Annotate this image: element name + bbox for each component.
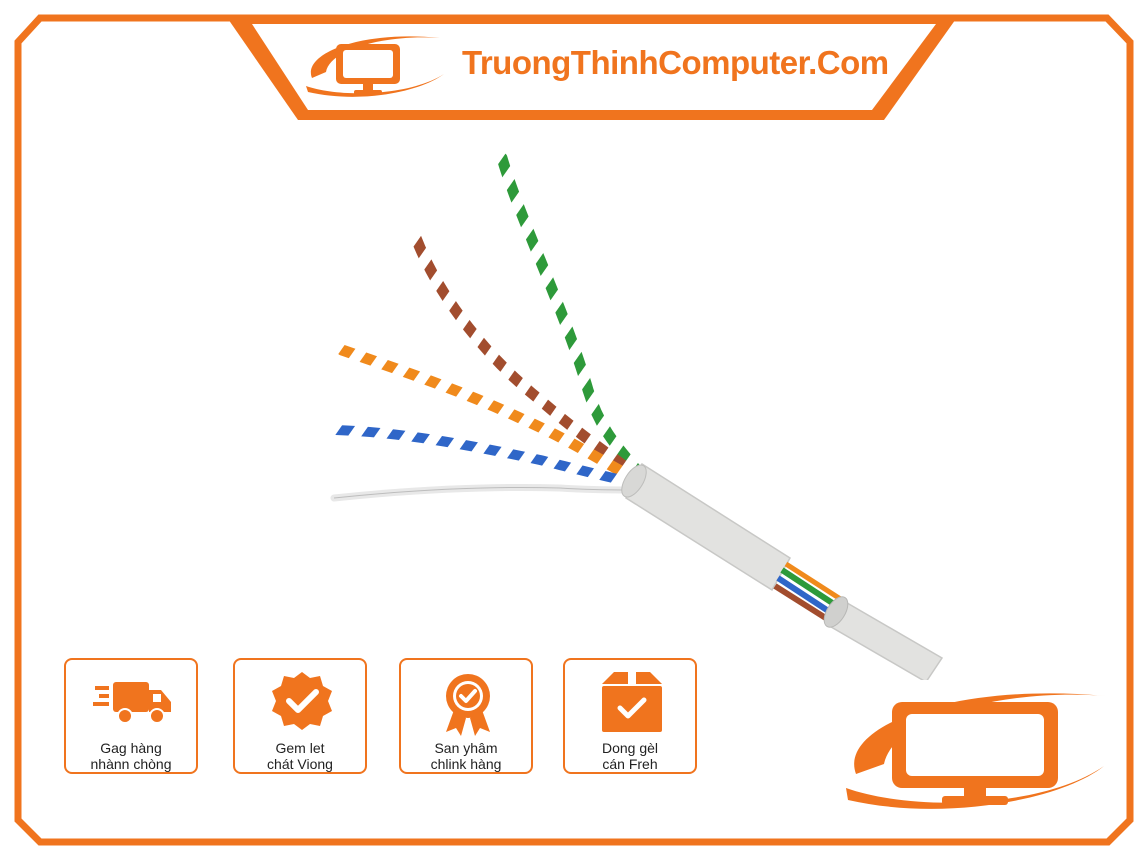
award-medal-icon <box>446 674 490 736</box>
badge-packaging: Dong gèl cán Freh <box>563 658 697 774</box>
badge-label: nhànn chòng <box>90 756 172 772</box>
checked-box-icon <box>602 672 662 732</box>
badge-label: cán Freh <box>602 756 658 772</box>
check-seal-icon <box>272 672 332 730</box>
network-cable-image <box>330 152 944 680</box>
badge-fast-delivery: Gag hàng nhànn chòng <box>64 658 198 774</box>
brand-logo-large-icon <box>846 693 1106 809</box>
badge-quality: Gem let chát Viong <box>233 658 367 774</box>
badge-label: Gag hàng <box>100 740 162 756</box>
badge-label: chát Viong <box>267 756 333 772</box>
delivery-truck-icon <box>93 682 171 724</box>
badge-label: Dong gèl <box>601 740 659 756</box>
brand-logo-icon <box>306 36 444 97</box>
badge-label: chlink hàng <box>430 756 502 772</box>
badge-label: Gem let <box>275 740 325 756</box>
brand-name: TruongThinhComputer.Com <box>462 44 889 81</box>
badge-genuine: San yhâm chlink hàng <box>399 658 533 774</box>
badge-label: San yhâm <box>434 740 498 756</box>
